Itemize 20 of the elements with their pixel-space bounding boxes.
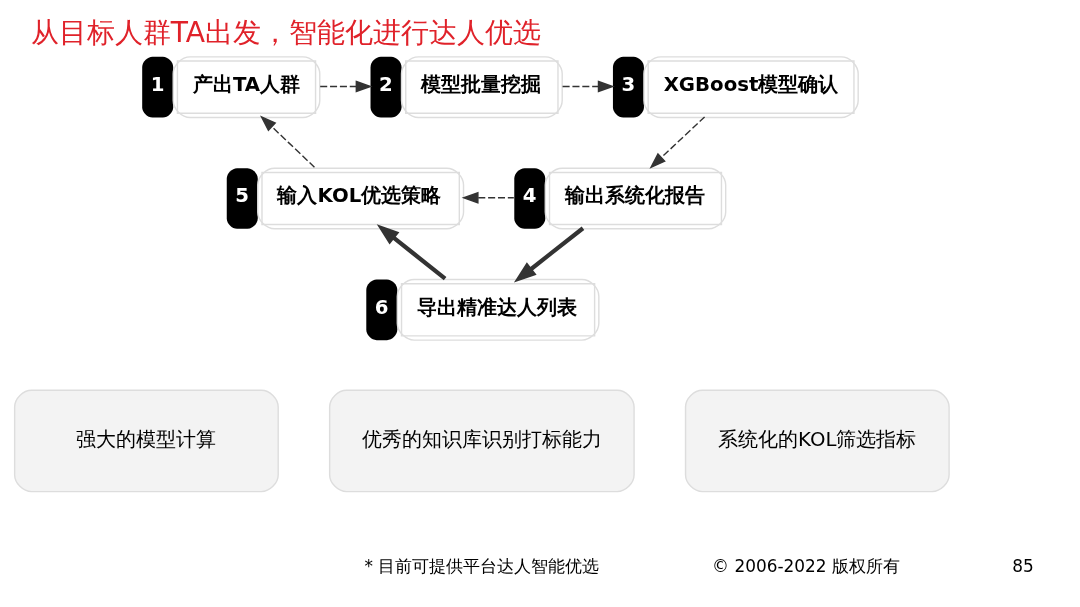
node-label: 6 [374, 295, 389, 319]
label: © 2006-2022 版权所有 [712, 556, 900, 577]
node-box: 优秀的知识库识别打标能力 [328, 389, 635, 493]
arrow [461, 191, 515, 204]
arrow [376, 224, 447, 281]
label: 85 [1012, 556, 1034, 577]
arrow [561, 80, 615, 93]
node-label: 3 [621, 72, 636, 96]
label: * 目前可提供平台达人智能优选 [364, 556, 600, 577]
node-label: 5 [235, 184, 249, 208]
arrow [319, 80, 373, 93]
arrow [649, 116, 706, 169]
node-box: 强大的模型计算 [13, 389, 279, 493]
node-label: 2 [378, 72, 393, 96]
node-box: 系统化的KOL筛选指标 [684, 389, 950, 493]
node-label: 1 [150, 72, 165, 96]
arrow [260, 115, 316, 168]
diagram-title: 从目标人群TA出发，智能化进行达人优选 [30, 16, 542, 50]
node-label: 4 [522, 184, 537, 208]
arrow [513, 226, 585, 283]
